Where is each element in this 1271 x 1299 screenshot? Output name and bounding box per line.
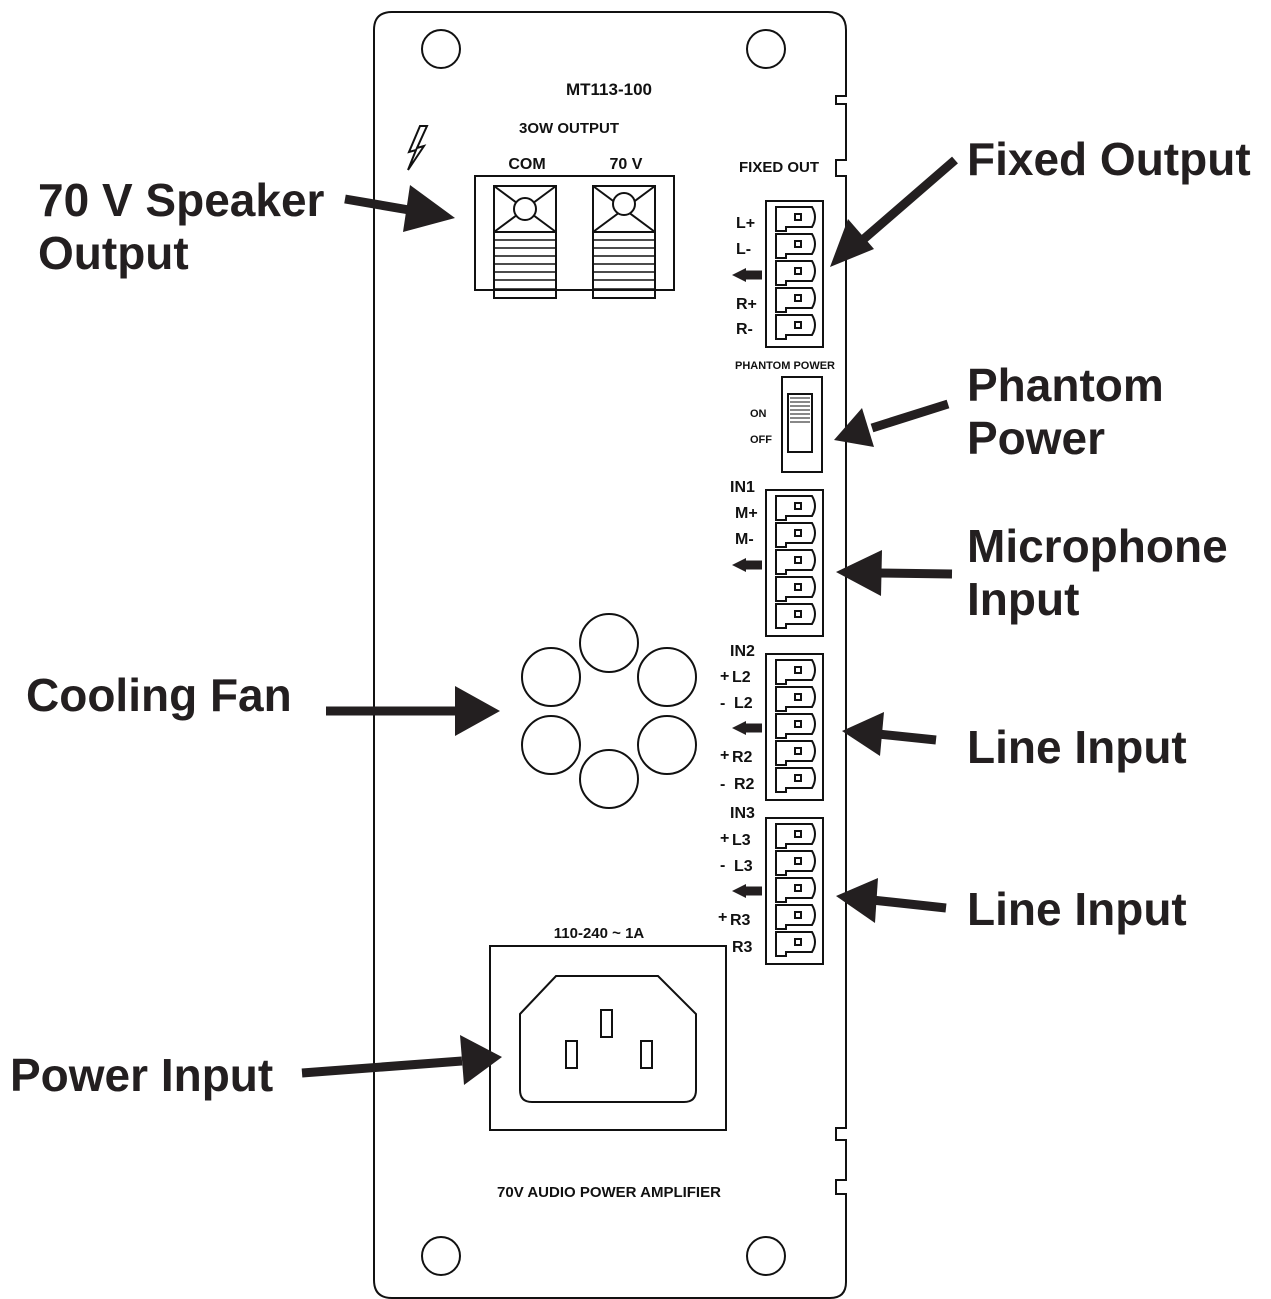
in3-pin-r3-minus: R3 — [732, 939, 753, 956]
in3-polarity-2: - — [720, 857, 725, 874]
callout-phantom-line2: Power — [967, 412, 1105, 464]
callout-mic-line1: Microphone — [967, 520, 1228, 572]
in3-pin-l3-plus: L3 — [732, 832, 751, 849]
in3-connector[interactable] — [765, 817, 824, 965]
callout-mic-line2: Input — [967, 573, 1079, 625]
in2-pin-r2-minus: R2 — [734, 776, 755, 793]
in2-polarity-2: - — [720, 695, 725, 712]
callout-power-input: Power Input — [10, 1049, 273, 1101]
in1-pin-m-plus: M+ — [735, 505, 758, 522]
power-rating-label: 110-240 ~ 1A — [554, 925, 645, 942]
callout-arrow-fixed-output — [830, 156, 958, 267]
fixed-out-label: FIXED OUT — [739, 159, 819, 176]
callout-arrow-power-input — [301, 1035, 502, 1085]
mounting-hole-top-left — [421, 29, 461, 69]
power-inlet[interactable] — [489, 945, 727, 1131]
pin-arrow-icons — [732, 268, 762, 898]
model-label: MT113-100 — [566, 80, 652, 99]
callout-line-input-1: Line Input — [967, 721, 1187, 773]
callout-arrow-speaker-output — [344, 185, 455, 232]
callout-phantom-line1: Phantom — [967, 359, 1164, 411]
in2-polarity-1: + — [720, 668, 729, 685]
callout-arrow-cooling-fan — [326, 686, 500, 736]
in3-label: IN3 — [730, 805, 755, 822]
speaker-terminal-block — [474, 175, 675, 299]
callout-arrow-phantom-power — [834, 399, 950, 447]
in1-label: IN1 — [730, 479, 755, 496]
in1-pin-m-minus: M- — [735, 531, 754, 548]
in2-pin-r2-plus: R2 — [732, 749, 753, 766]
in2-polarity-3: + — [720, 747, 729, 764]
switch-on-label: ON — [750, 408, 767, 420]
in2-pin-l2-minus: L2 — [734, 695, 753, 712]
mounting-hole-bottom-left — [421, 1236, 461, 1276]
mounting-hole-bottom-right — [746, 1236, 786, 1276]
switch-off-label: OFF — [750, 434, 772, 446]
fixed-pin-l-minus: L- — [736, 241, 751, 258]
phantom-power-switch[interactable] — [781, 376, 823, 473]
terminal-70v-label: 70 V — [610, 156, 643, 173]
callout-fixed-output: Fixed Output — [967, 133, 1251, 185]
in2-connector[interactable] — [765, 653, 824, 801]
fixed-pin-r-plus: R+ — [736, 296, 757, 313]
callout-arrow-line-input-1 — [842, 712, 937, 756]
phantom-power-label: PHANTOM POWER — [735, 360, 835, 372]
terminal-com-label: COM — [508, 156, 545, 173]
callout-line-input-2: Line Input — [967, 883, 1187, 935]
callout-speaker-output-line1: 70 V Speaker — [38, 174, 325, 226]
mounting-hole-top-right — [746, 29, 786, 69]
fixed-out-connector[interactable] — [765, 200, 824, 348]
callout-cooling-fan: Cooling Fan — [26, 669, 292, 721]
in3-polarity-1: + — [720, 830, 729, 847]
connector-blocks — [765, 200, 824, 965]
callout-arrow-microphone-input — [836, 550, 953, 596]
output-heading: 3OW OUTPUT — [519, 120, 619, 137]
in2-label: IN2 — [730, 643, 755, 660]
in2-polarity-4: - — [720, 776, 725, 793]
panel-footer-label: 70V AUDIO POWER AMPLIFIER — [497, 1184, 721, 1201]
fixed-pin-l-plus: L+ — [736, 215, 755, 232]
panel-outline — [373, 11, 847, 1299]
in1-connector[interactable] — [765, 489, 824, 637]
fixed-pin-r-minus: R- — [736, 321, 753, 338]
in2-pin-l2-plus: L2 — [732, 669, 751, 686]
in3-pin-r3-plus: R3 — [730, 912, 751, 929]
in3-polarity-3: + — [718, 909, 727, 926]
hazard-lightning-icon — [407, 125, 429, 171]
callout-arrow-line-input-2 — [836, 878, 947, 923]
cooling-fan-vents — [521, 613, 697, 809]
in3-pin-l3-minus: L3 — [734, 858, 753, 875]
callout-speaker-output-line2: Output — [38, 227, 189, 279]
